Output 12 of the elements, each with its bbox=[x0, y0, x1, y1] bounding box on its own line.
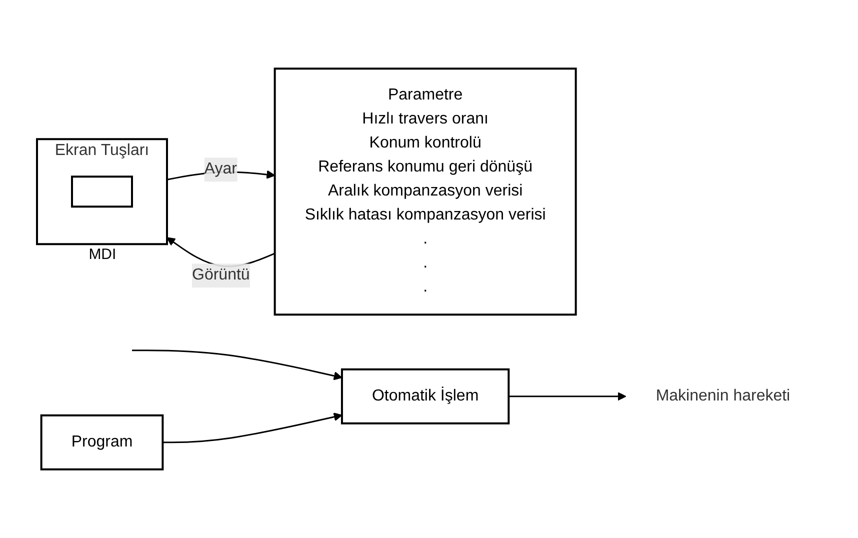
node-box: Program bbox=[40, 414, 164, 470]
node-caption: MDI bbox=[88, 246, 116, 264]
arrow bbox=[163, 412, 343, 444]
edge-label: Ayar bbox=[204, 160, 238, 178]
node-box: Otomatik İşlem bbox=[341, 368, 510, 424]
cluster: Ekran Tuşları bbox=[36, 138, 168, 246]
arrow bbox=[509, 392, 627, 401]
node-box bbox=[71, 176, 134, 208]
node-text: Makinenin hareketi bbox=[656, 387, 791, 404]
edge-label: Görüntü bbox=[192, 266, 250, 284]
node-box: Parametre Hızlı travers oranı Konum kontrolü Referans konumu geri dönüşü Aralık kompanzasyon verisi Sıklık hatası kompanzasyon verisi . . . bbox=[274, 68, 578, 316]
arrow bbox=[132, 350, 343, 380]
